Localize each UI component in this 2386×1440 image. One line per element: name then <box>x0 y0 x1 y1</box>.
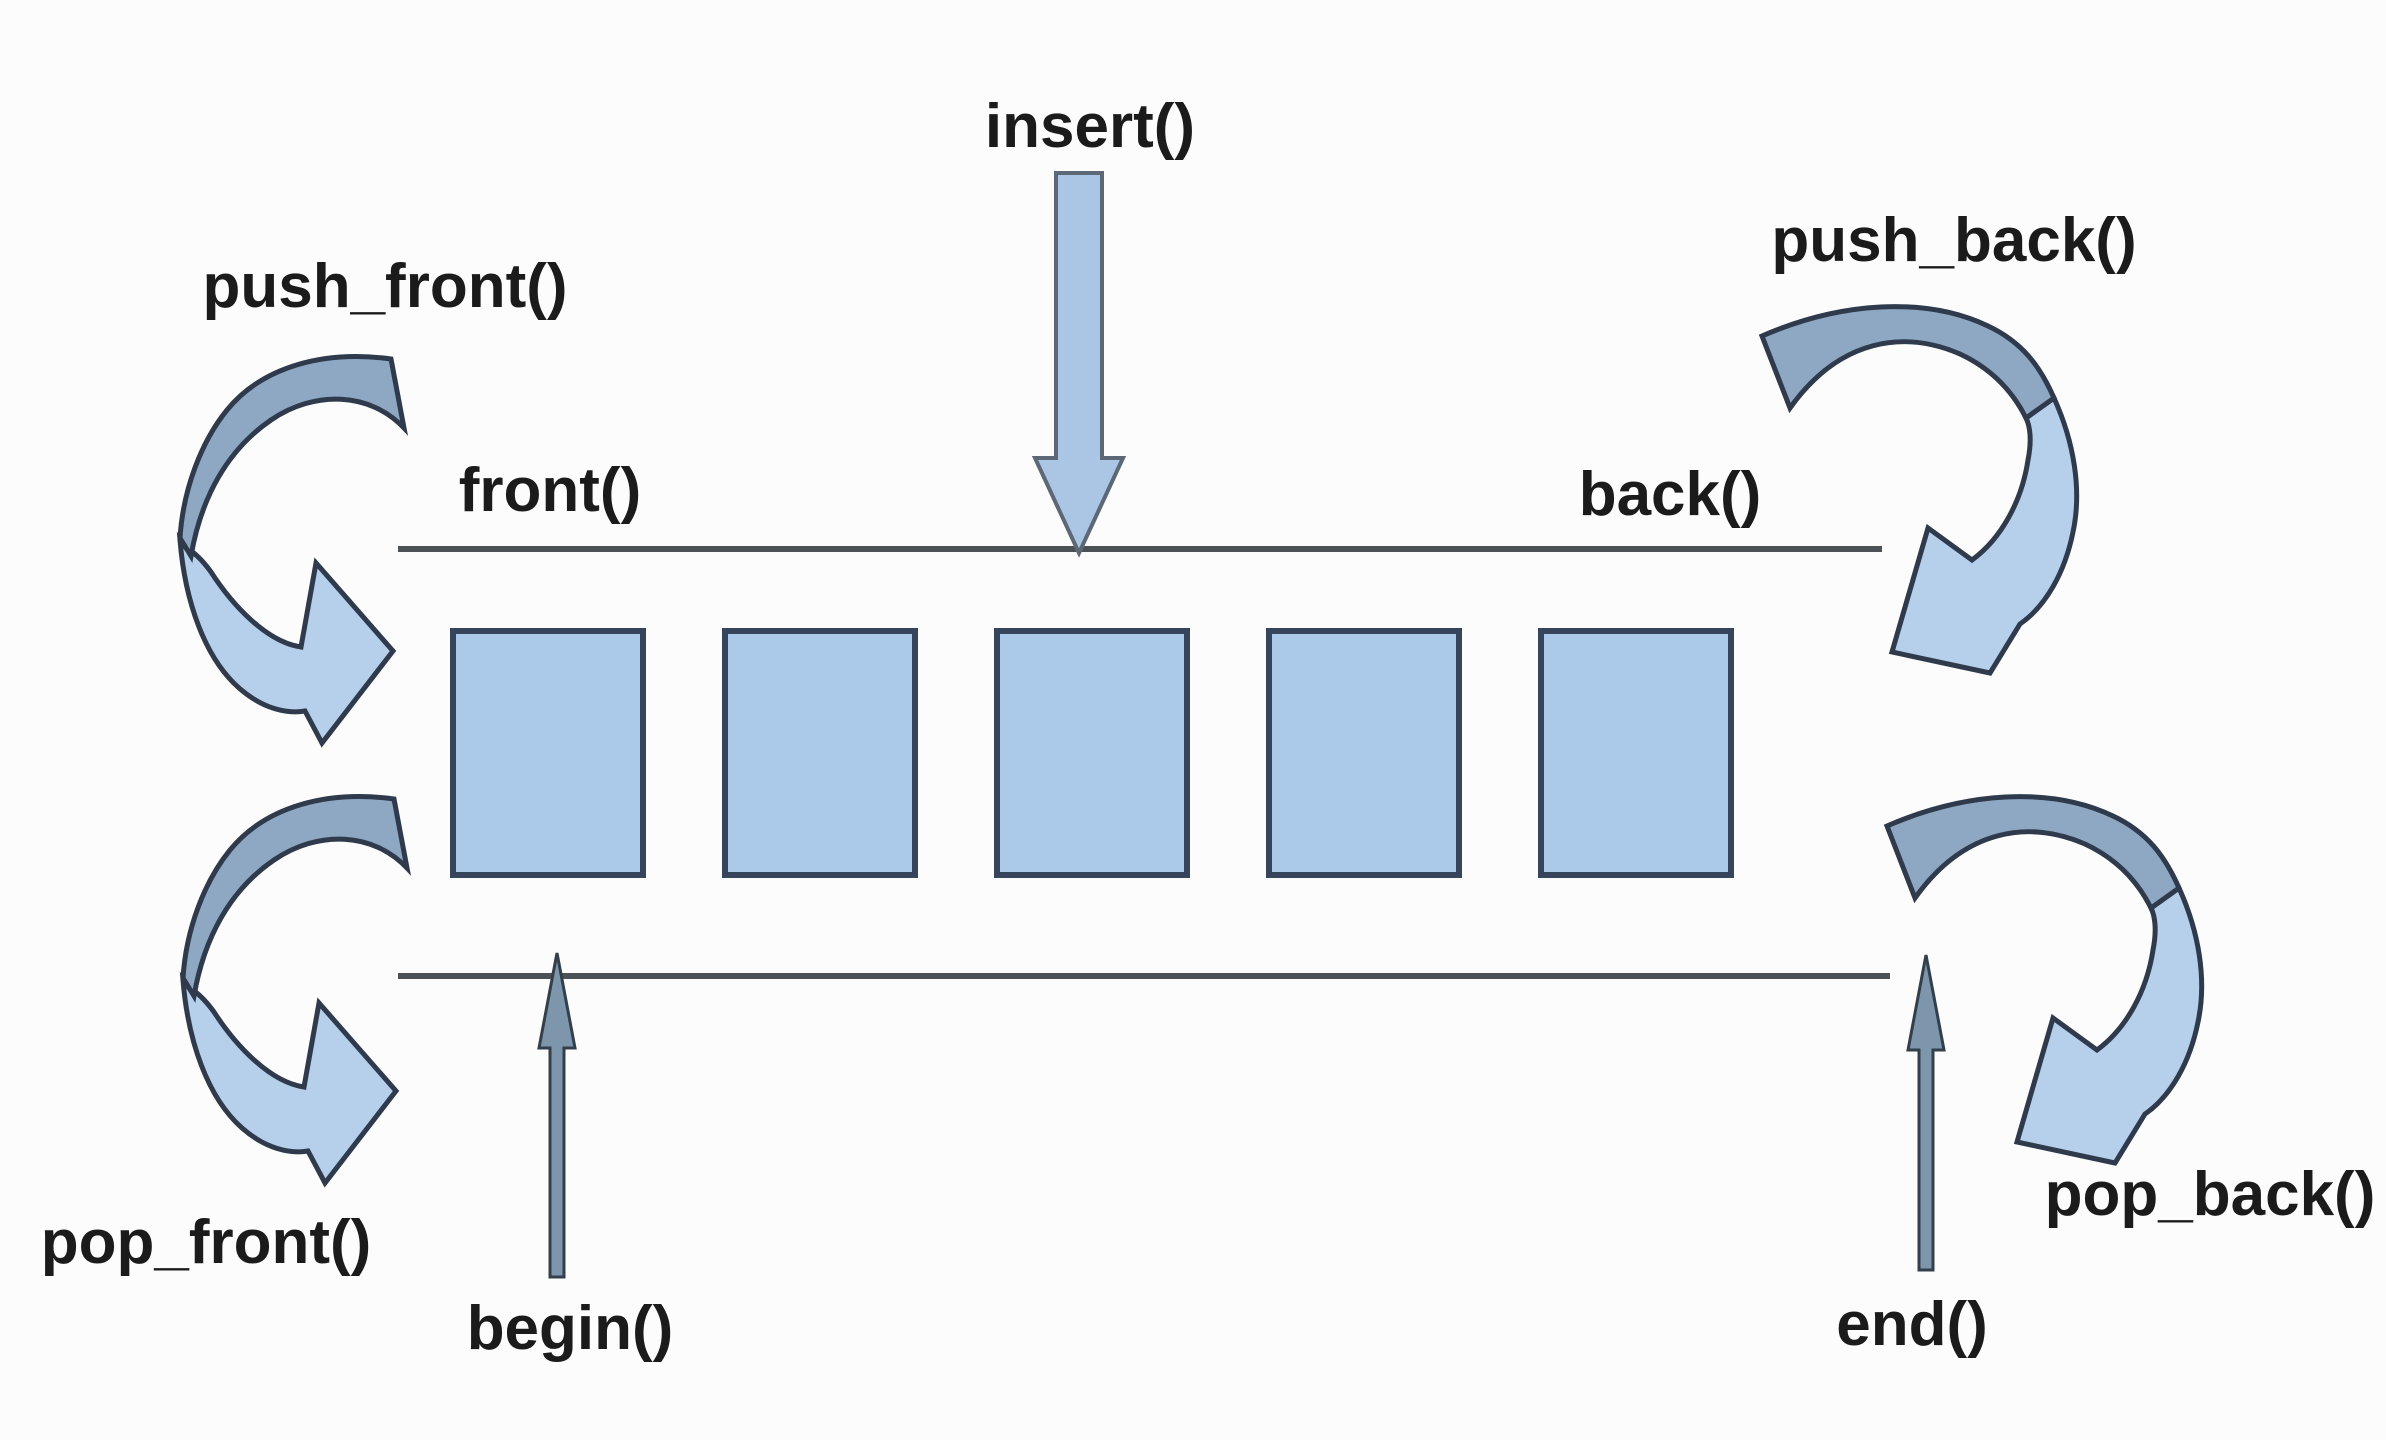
pop-front-label: pop_front() <box>40 1208 372 1277</box>
push-back-label: push_back() <box>1771 206 2137 275</box>
front-label: front() <box>458 456 642 525</box>
insert-arrow-icon <box>1031 171 1127 558</box>
end-arrow-icon <box>1906 954 1946 1272</box>
push-front-curved-arrow-icon <box>180 357 404 743</box>
begin-arrow-icon <box>537 952 577 1279</box>
end-label: end() <box>1836 1290 1988 1359</box>
insert-label: insert() <box>984 92 1196 161</box>
push-back-curved-arrow-icon <box>1762 307 2077 673</box>
deque-cell <box>994 628 1190 878</box>
back-label: back() <box>1578 460 1762 529</box>
deque-cells-row <box>450 628 1734 878</box>
deque-cell <box>1538 628 1734 878</box>
pop-front-curved-arrow-icon <box>183 797 407 1183</box>
pop-back-label: pop_back() <box>2044 1160 2376 1229</box>
begin-label: begin() <box>466 1294 674 1363</box>
deque-cell <box>450 628 646 878</box>
push-front-label: push_front() <box>202 252 568 321</box>
deque-cell <box>1266 628 1462 878</box>
deque-cell <box>722 628 918 878</box>
